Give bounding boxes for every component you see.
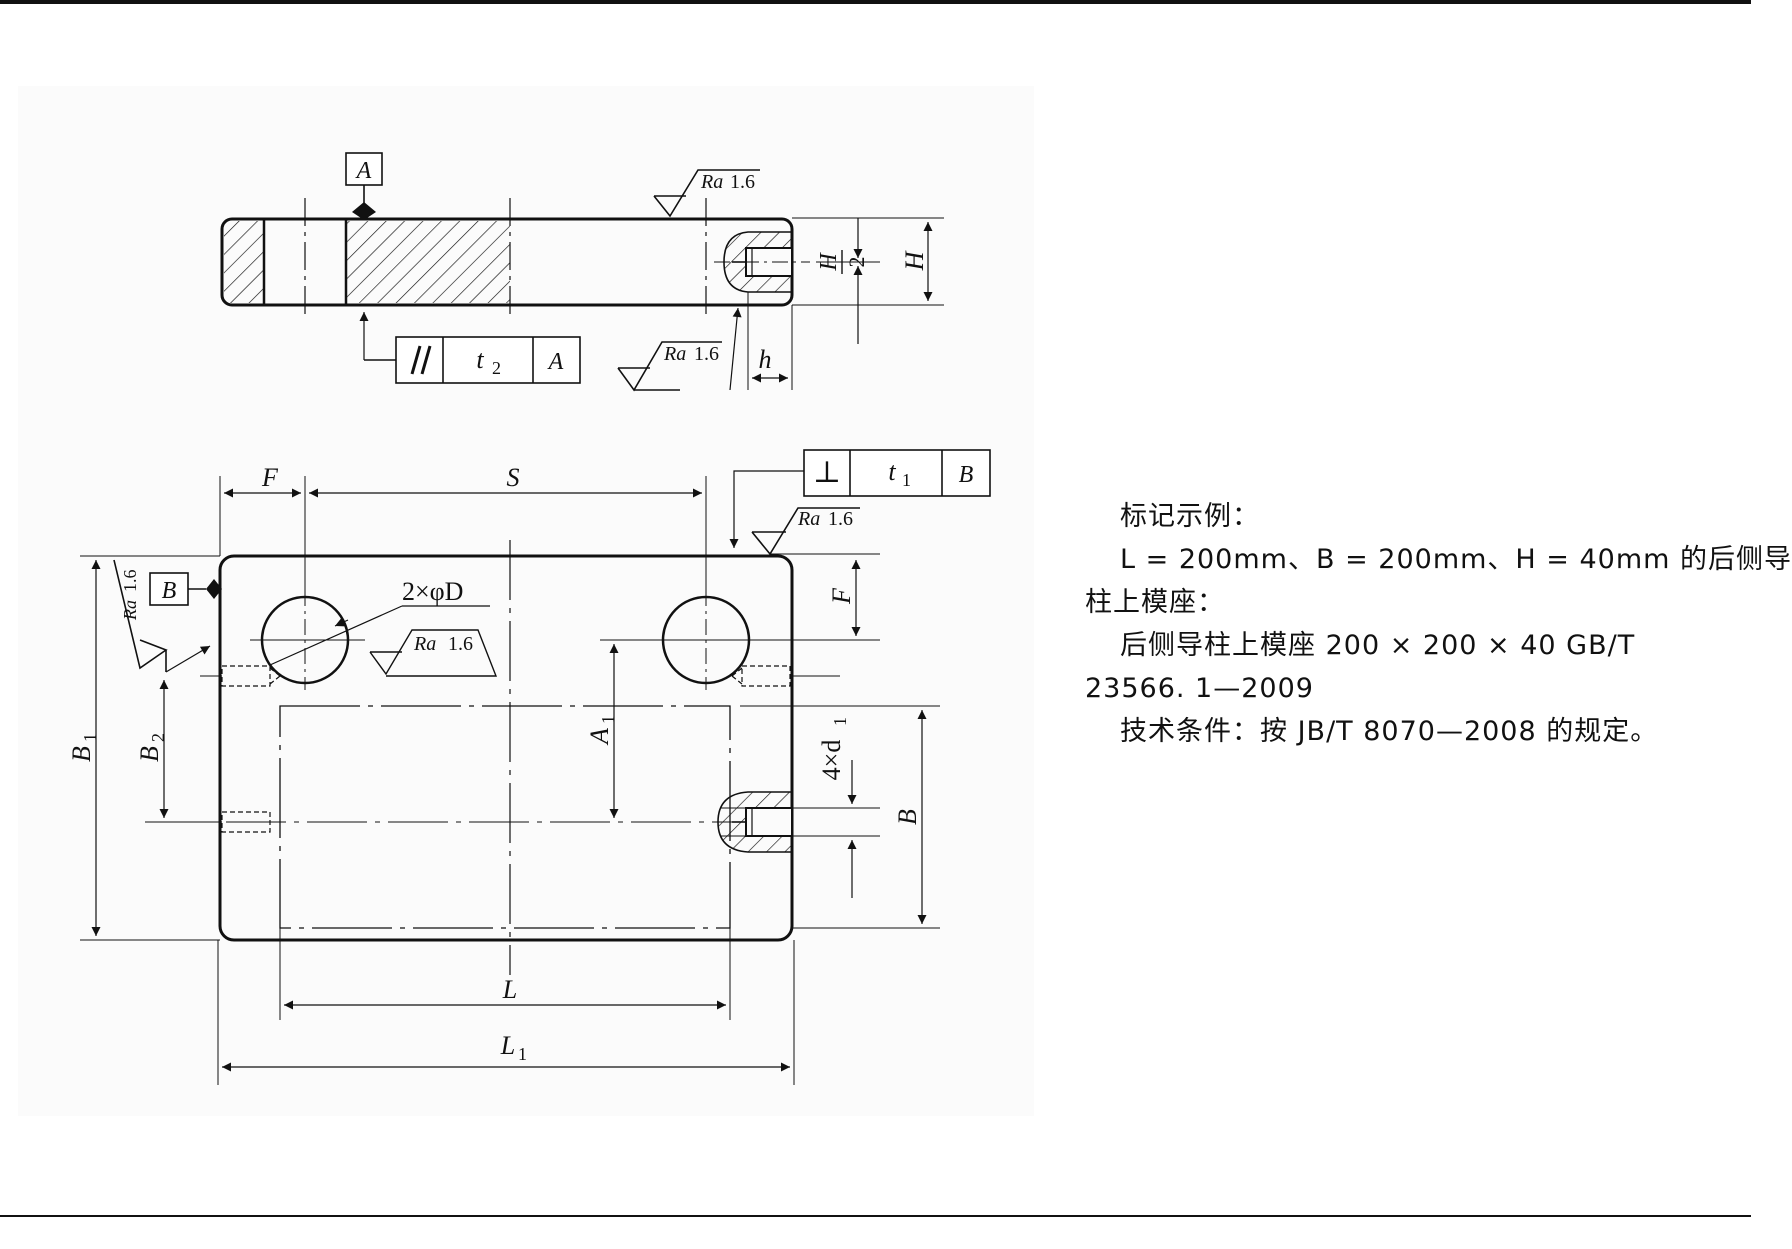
svg-text:2: 2 [844, 257, 869, 268]
datum-a-box [345, 152, 383, 186]
top-rule [0, 0, 1751, 4]
top-view: A Ra 1.6 H H 2 h [220, 152, 944, 392]
notes-heading: 标记示例： [1120, 501, 1260, 532]
bottom-rule [0, 1215, 1751, 1217]
svg-text:1.6: 1.6 [828, 508, 853, 530]
hatch-left [224, 221, 264, 303]
front-view-outline [218, 554, 794, 942]
dim-b1: B 1 [67, 733, 100, 762]
notes-line-3: 后侧导柱上模座 200 × 200 × 40 GB/T [1120, 630, 1636, 661]
svg-text:H: H [816, 252, 842, 272]
svg-text:2: 2 [492, 358, 501, 378]
svg-text:1: 1 [518, 1044, 527, 1064]
svg-text:A: A [585, 728, 614, 746]
svg-text:2: 2 [148, 733, 168, 742]
datum-a-label: A [355, 158, 372, 184]
svg-text:B: B [135, 746, 164, 762]
svg-text:1.6: 1.6 [694, 343, 719, 365]
hidden-thread-left [221, 665, 281, 833]
ra-value: 1.6 [730, 171, 755, 193]
svg-text:Ra: Ra [413, 633, 436, 655]
svg-text:2×φD: 2×φD [402, 577, 463, 606]
datum-a-triangle [352, 202, 376, 220]
dim-b: B [893, 809, 922, 825]
tapped-hole-detail-top [714, 231, 810, 293]
hatch-center [346, 221, 510, 303]
parallelism-tolerance-frame: t 2 A [359, 312, 581, 384]
svg-text:1: 1 [598, 715, 618, 724]
roughness-symbol-top-right: Ra 1.6 [751, 507, 880, 556]
roughness-symbol-lower: Ra 1.6 [617, 341, 722, 392]
svg-text:1: 1 [80, 733, 100, 742]
datum-b-label: B [162, 578, 177, 604]
dim-f-right: F [827, 587, 856, 605]
dim-l: L [502, 975, 517, 1004]
dim-tapped-holes: 4×d 1 [817, 717, 850, 780]
svg-text:Ra: Ra [663, 343, 686, 365]
svg-text:1: 1 [902, 470, 911, 490]
notes-line-2: 柱上模座： [1085, 587, 1225, 618]
svg-text:1.6: 1.6 [448, 633, 473, 655]
svg-text:t: t [888, 457, 896, 486]
tapped-hole-detail-front [717, 791, 793, 853]
perpendicularity-tolerance-frame: ⊥ t 1 B [729, 449, 991, 548]
svg-text:B: B [67, 746, 96, 762]
datum-b-box [149, 572, 189, 606]
svg-text:⊥: ⊥ [813, 456, 841, 489]
roughness-symbol-top: Ra 1.6 [653, 169, 760, 218]
svg-text:t: t [476, 345, 484, 374]
dim-depth-label: h [759, 345, 772, 374]
cavity-outline [279, 705, 731, 929]
hole-callout: 2×φD [269, 577, 490, 666]
roughness-symbol-left: Ra 1.6 [113, 559, 211, 673]
notes-line-4: 23566. 1—2009 [1085, 673, 1314, 704]
dim-s: S [507, 463, 520, 492]
front-view: B Ra 1.6 2×φD Ra 1.6 ⊥ [67, 449, 991, 1085]
technical-drawing: A Ra 1.6 H H 2 h [67, 152, 991, 1085]
datum-b-triangle [206, 579, 222, 599]
svg-text:L: L [500, 1031, 515, 1060]
hidden-thread-right [731, 665, 791, 687]
dim-half-h: H 2 [816, 250, 869, 274]
notes-line-5: 技术条件：按 JB/T 8070—2008 的规定。 [1120, 716, 1659, 747]
notes-line-1: L = 200mm、B = 200mm、H = 40mm 的后侧导 [1120, 544, 1792, 575]
dim-l1: L 1 [500, 1031, 527, 1064]
dim-h-label: H [900, 250, 929, 271]
svg-text:Ra: Ra [120, 600, 140, 621]
svg-text:Ra: Ra [797, 508, 820, 530]
svg-text:1.6: 1.6 [120, 570, 140, 593]
dim-f-top: F [261, 463, 279, 492]
svg-text:4×d: 4×d [817, 740, 846, 781]
svg-text:B: B [959, 462, 974, 488]
dim-a1: A 1 [585, 715, 618, 746]
roughness-symbol-hole: Ra 1.6 [369, 629, 498, 677]
ra-label: Ra [700, 171, 723, 193]
marking-example-notes: 标记示例： L = 200mm、B = 200mm、H = 40mm 的后侧导 … [1085, 495, 1792, 753]
dim-b2: B 2 [135, 733, 168, 762]
svg-text:A: A [547, 349, 564, 375]
svg-text:1: 1 [830, 717, 850, 726]
